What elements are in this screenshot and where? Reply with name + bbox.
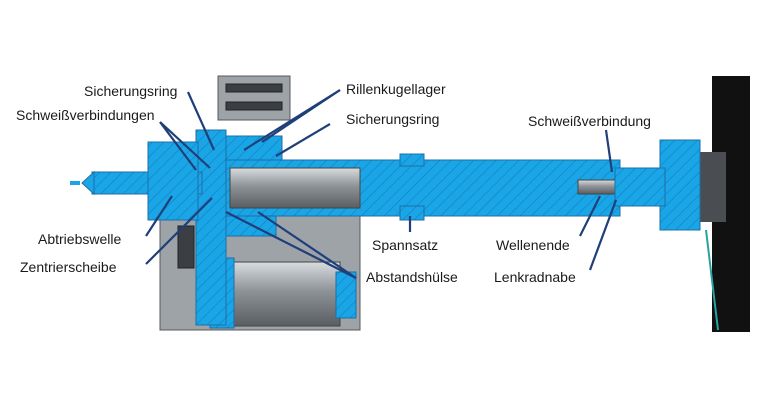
housing-column [195, 129, 227, 326]
wheel-hub-block [700, 152, 726, 222]
left-dark-part [177, 225, 195, 269]
motor-lower [229, 261, 341, 327]
label-zentrierscheibe: Zentrierscheibe [20, 259, 117, 275]
label-abstandshuelse: Abstandshülse [366, 269, 458, 285]
clamping-set-upper [399, 153, 425, 167]
inner-cylinder [229, 167, 361, 209]
label-spannsatz: Spannsatz [372, 237, 438, 253]
left-flange [147, 141, 199, 221]
clamping-set-lower [399, 205, 425, 221]
leader-lines [145, 89, 618, 279]
shaft-mark [70, 181, 80, 185]
label-schweissverbindung: Schweißverbindung [528, 113, 651, 129]
hub-outer [614, 167, 666, 207]
label-rillenkugellager: Rillenkugellager [346, 81, 446, 97]
motor-lower-end [335, 271, 357, 319]
label-wellenende: Wellenende [496, 237, 570, 253]
steering-wheel-spoke [705, 229, 719, 331]
label-lenkradnabe: Lenkradnabe [494, 269, 576, 285]
shaft-tip [81, 170, 95, 196]
hub-flange [659, 139, 701, 231]
label-abtriebswelle: Abtriebswelle [38, 231, 121, 247]
bracket-bolt-lower [225, 101, 283, 111]
label-sicherungsring-right: Sicherungsring [346, 111, 439, 127]
bracket-plate [217, 75, 291, 121]
label-sicherungsring-top: Sicherungsring [84, 83, 177, 99]
bracket-bolt-upper [225, 83, 283, 93]
label-schweissverbindungen: Schweißverbindungen [16, 107, 155, 123]
